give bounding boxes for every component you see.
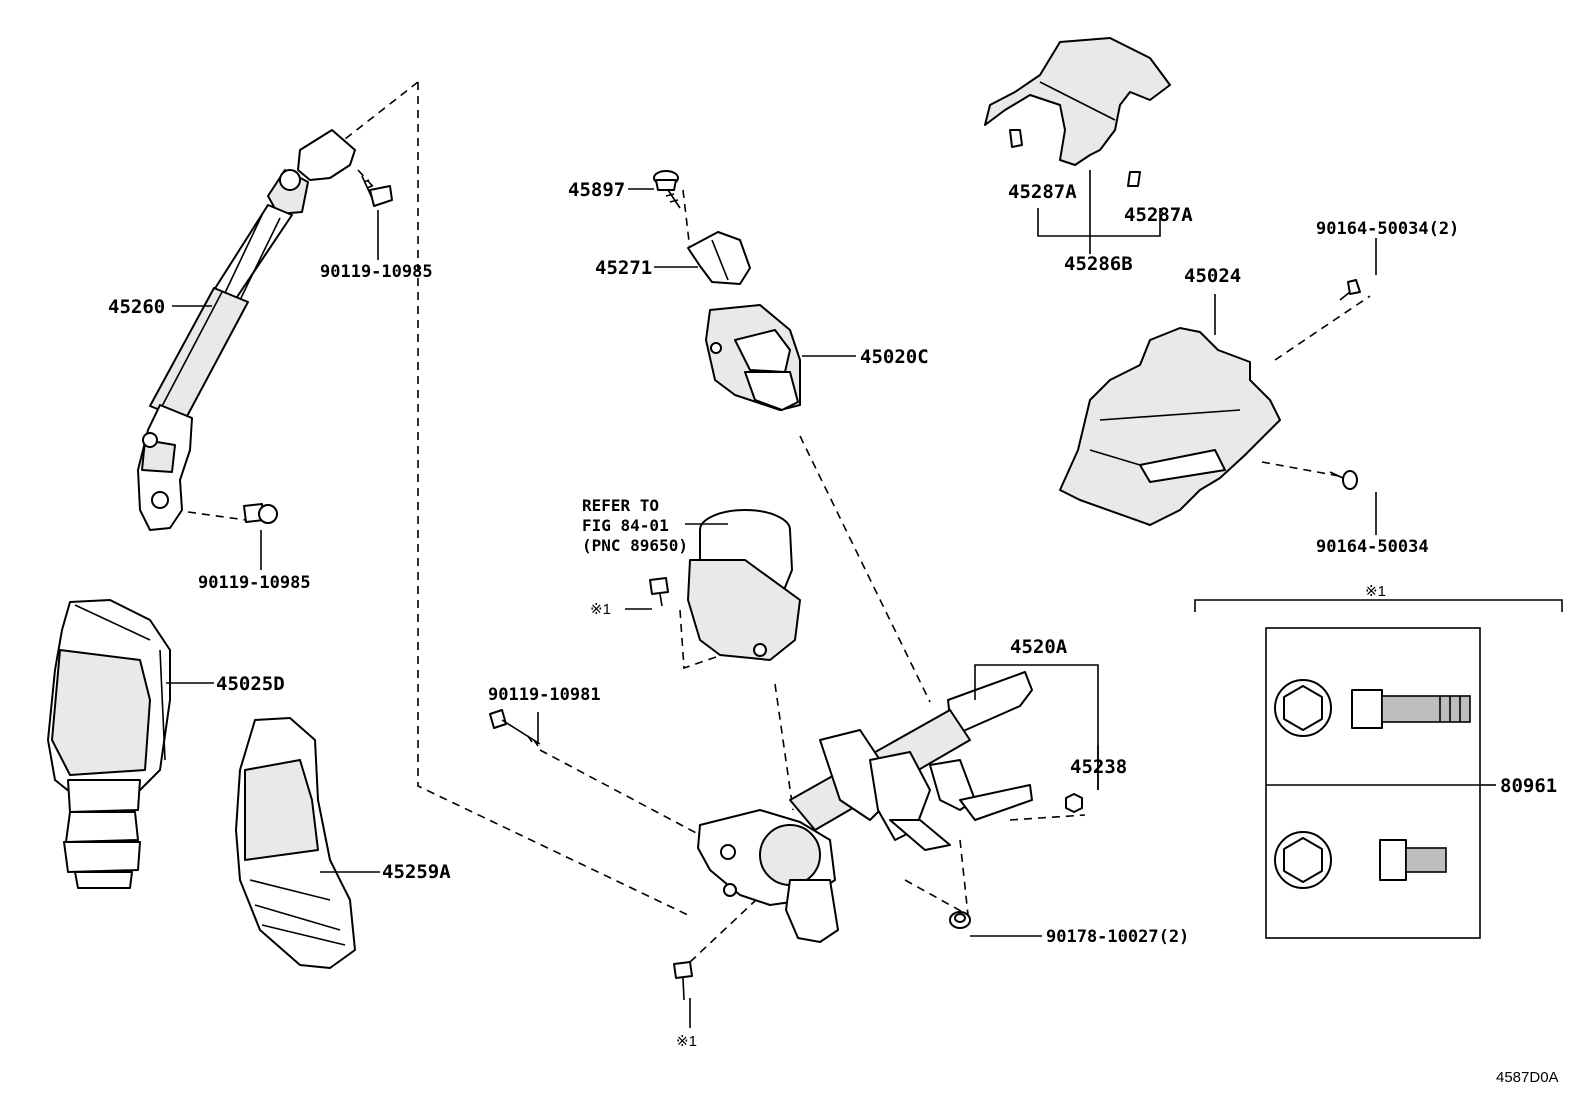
leader-lines — [166, 170, 1496, 1028]
label-90178-10027[interactable]: 90178-10027(2) — [1046, 927, 1189, 947]
bolt-set-box — [1194, 599, 1563, 939]
label-80961[interactable]: 80961 — [1500, 775, 1557, 797]
label-45287A-left[interactable]: 45287A — [1008, 181, 1077, 203]
part-labels: 45260 90119-10985 90119-10985 45025D 452… — [108, 179, 1559, 1086]
bolt-set-note: ※1 — [1365, 583, 1386, 600]
diagram-id: 4587D0A — [1496, 1069, 1559, 1086]
label-90119-10981[interactable]: 90119-10981 — [488, 685, 601, 705]
refer-line-3: (PNC 89650) — [582, 536, 688, 555]
label-45287A-right[interactable]: 45287A — [1124, 204, 1193, 226]
cover-clip-drawing-left — [1009, 129, 1023, 148]
label-45271[interactable]: 45271 — [595, 257, 652, 279]
refer-line-1: REFER TO — [582, 496, 659, 515]
cover-clip-drawing-right — [1127, 171, 1141, 187]
column-nut2-drawing — [949, 911, 971, 929]
label-45025D[interactable]: 45025D — [216, 673, 285, 695]
label-90164-50034-2[interactable]: 90164-50034(2) — [1316, 219, 1459, 239]
screw-drawing — [653, 170, 681, 209]
motor-bolt-drawing — [649, 577, 669, 607]
label-45897[interactable]: 45897 — [568, 179, 625, 201]
steering-hole-cover — [47, 599, 171, 889]
cover-screw-bottom-drawing — [1329, 470, 1358, 490]
column-bolt-drawing — [489, 709, 541, 747]
label-90164-50034[interactable]: 90164-50034 — [1316, 537, 1429, 557]
steering-hole-cover-inner — [235, 717, 356, 969]
label-45024[interactable]: 45024 — [1184, 265, 1241, 287]
upper-column-cover-drawing — [984, 37, 1171, 166]
steering-intermediate-shaft — [137, 129, 356, 531]
bottom-bolt-note: ※1 — [676, 1033, 697, 1050]
clamp-drawing — [687, 231, 751, 285]
refer-line-2[interactable]: FIG 84-01 — [582, 516, 669, 535]
cover-screw-top-drawing — [1339, 279, 1361, 301]
column-motor-drawing — [687, 509, 801, 661]
label-90119-10985-upper[interactable]: 90119-10985 — [320, 262, 433, 282]
label-45260[interactable]: 45260 — [108, 296, 165, 318]
label-45286B[interactable]: 45286B — [1064, 253, 1133, 275]
bottom-bolt-drawing — [673, 961, 693, 1001]
label-45259A[interactable]: 45259A — [382, 861, 451, 883]
label-90119-10985-lower[interactable]: 90119-10985 — [198, 573, 311, 593]
motor-bolt-note: ※1 — [590, 601, 611, 618]
column-nut-drawing — [1065, 793, 1083, 813]
label-45020C[interactable]: 45020C — [860, 346, 929, 368]
label-4520A[interactable]: 4520A — [1010, 636, 1068, 658]
shaft-lower-bolt-drawing — [243, 503, 278, 524]
steering-lock-drawing — [705, 304, 801, 411]
lower-column-cover-drawing — [1059, 327, 1281, 526]
label-45238[interactable]: 45238 — [1070, 756, 1127, 778]
assembly-dashed-lines — [187, 81, 1371, 963]
steering-column-drawing — [697, 671, 1033, 943]
shaft-upper-bolt-drawing — [361, 175, 393, 207]
